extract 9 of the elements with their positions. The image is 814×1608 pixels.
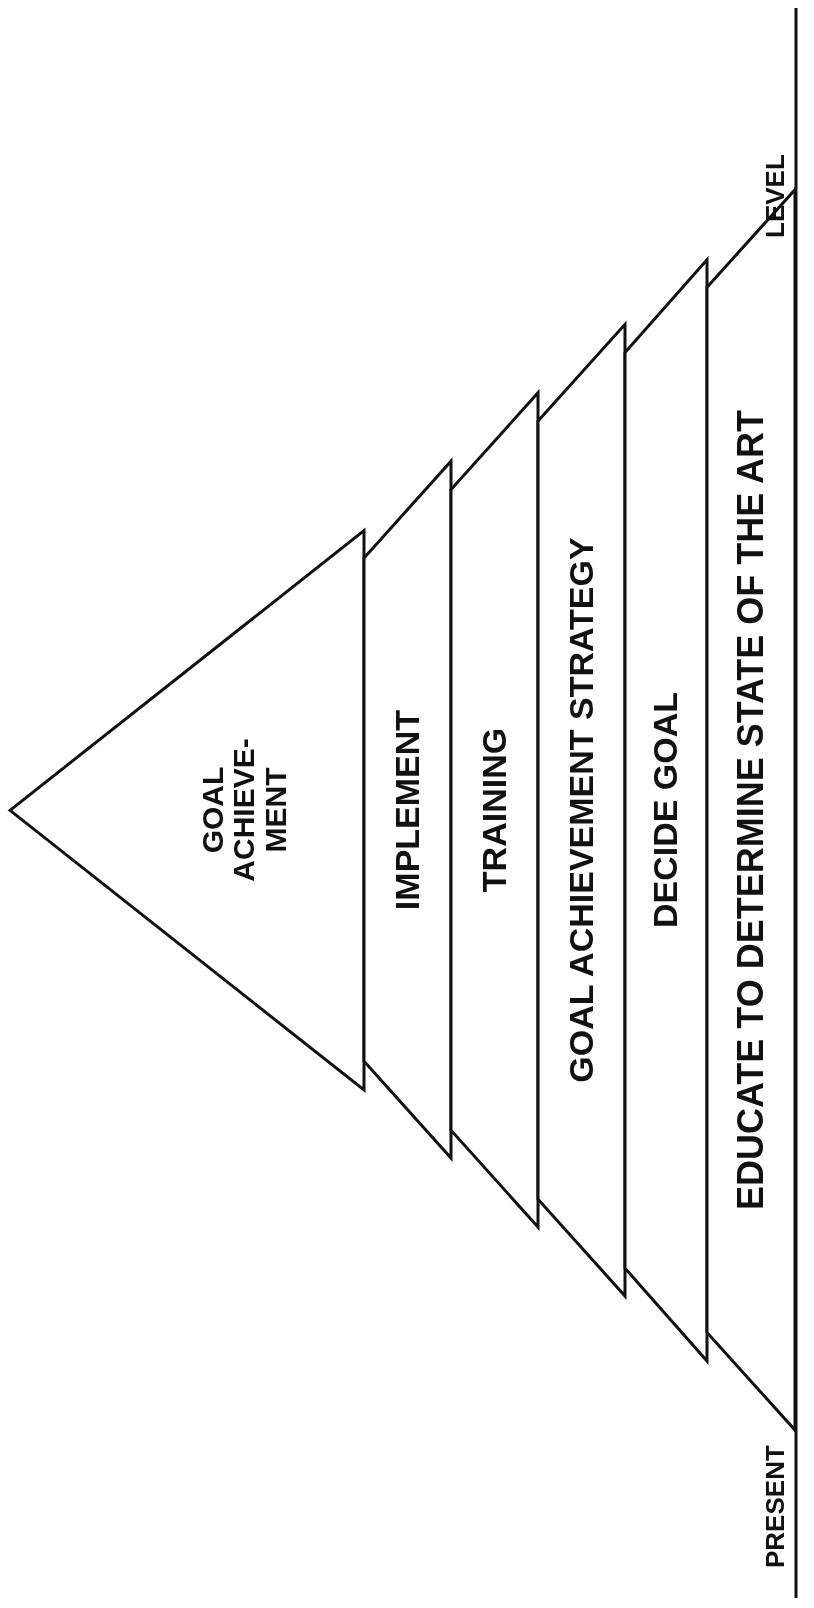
level-label: EDUCATE TO DETERMINE STATE OF THE ART (732, 409, 770, 1212)
level-label: GOAL ACHIEVE- MENT (196, 737, 291, 884)
level-label: IMPLEMENT (389, 708, 426, 913)
pyramid-level (451, 392, 538, 1228)
axis-label: PRESENT (760, 1445, 791, 1568)
axis-label: LEVEL (760, 154, 791, 238)
level-label: TRAINING (476, 726, 513, 895)
level-label: DECIDE GOAL (648, 690, 684, 931)
level-label: GOAL ACHIEVEMENT STRATEGY (563, 536, 600, 1085)
